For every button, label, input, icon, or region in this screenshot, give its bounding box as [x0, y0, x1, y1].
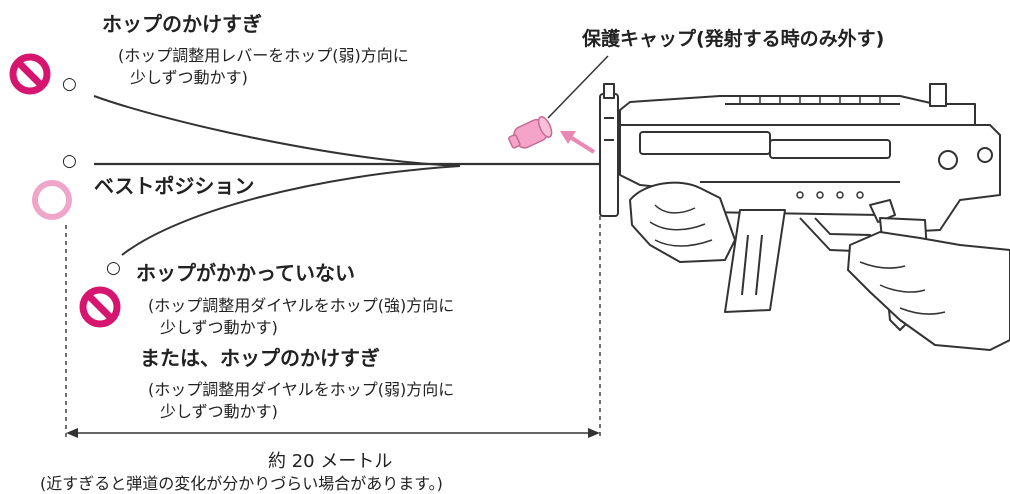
protective-cap-label: 保護キャップ(発射する時のみ外す)	[582, 28, 885, 50]
prohibition-sign-icon	[79, 286, 121, 328]
protective-cap	[508, 116, 553, 149]
gun-illustration	[599, 83, 1010, 351]
trajectory-over-hop	[93, 95, 461, 167]
over-hop-title: ホップのかけすぎ	[102, 12, 262, 36]
no-hop-note-line1: (ホップ調整用ダイヤルをホップ(強)方向に	[148, 296, 455, 315]
over-hop-note-line2: 少しずつ動かす)	[130, 68, 248, 87]
trajectory-no-hop	[121, 165, 461, 256]
no-hop-note-line2: 少しずつ動かす)	[160, 318, 278, 337]
trajectory-lines	[93, 95, 600, 256]
over-hop-marker: ○	[62, 74, 77, 94]
best-marker: ○	[62, 151, 77, 171]
alt-over-hop-note-line1: (ホップ調整用ダイヤルをホップ(弱)方向に	[148, 380, 455, 399]
no-hop-marker: ○	[106, 258, 121, 278]
distance-note: (近すぎると弾道の変化が分かりづらい場合があります。)	[40, 474, 443, 493]
no-hop-title: ホップがかかっていない	[136, 261, 355, 285]
distance-guides	[65, 168, 601, 440]
distance-arrow	[66, 428, 600, 438]
distance-label: 約 20 メートル	[268, 451, 393, 472]
best-position-title: ベストポジション	[94, 174, 255, 198]
pink-arrow	[560, 131, 596, 154]
over-hop-note-line1: (ホップ調整用レバーをホップ(弱)方向に	[118, 46, 409, 65]
alt-over-hop-title: または、ホップのかけすぎ	[140, 346, 380, 370]
cap-leader-line	[547, 55, 609, 119]
prohibition-sign-icon	[9, 53, 51, 95]
circle-icon	[32, 180, 72, 220]
alt-over-hop-note-line2: 少しずつ動かす)	[160, 402, 278, 421]
